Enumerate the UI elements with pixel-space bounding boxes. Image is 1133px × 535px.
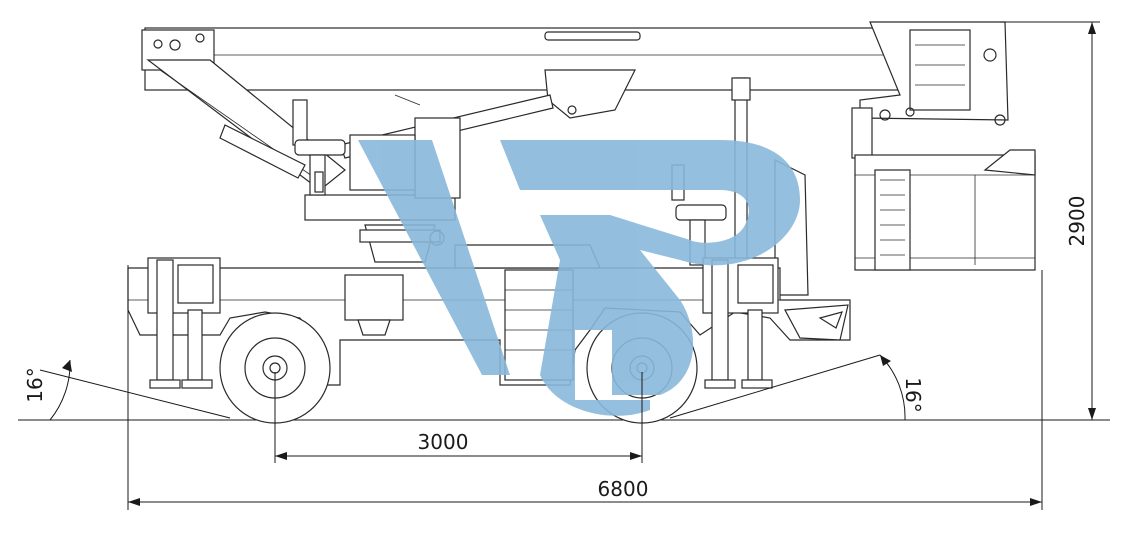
front-angle-dimension: 16°: [669, 354, 925, 421]
overall-length-label: 6800: [598, 477, 649, 501]
front-angle-label: 16°: [901, 377, 925, 412]
wheelbase-dimension: 3000: [274, 372, 643, 463]
rear-operator-seat: [292, 99, 346, 196]
vp-logo-icon: [358, 140, 800, 416]
wheelbase-label: 3000: [418, 430, 469, 454]
outrigger-front: [702, 257, 779, 389]
outrigger-rear: [147, 257, 221, 389]
basket: [854, 149, 1036, 271]
height-label: 2900: [1065, 196, 1089, 247]
rear-angle-label: 16°: [23, 367, 47, 402]
overall-length-dimension: 6800: [127, 265, 1043, 510]
height-dimension: 2900: [1000, 21, 1100, 420]
rear-angle-dimension: 16°: [23, 359, 231, 421]
boom: [141, 21, 1009, 191]
